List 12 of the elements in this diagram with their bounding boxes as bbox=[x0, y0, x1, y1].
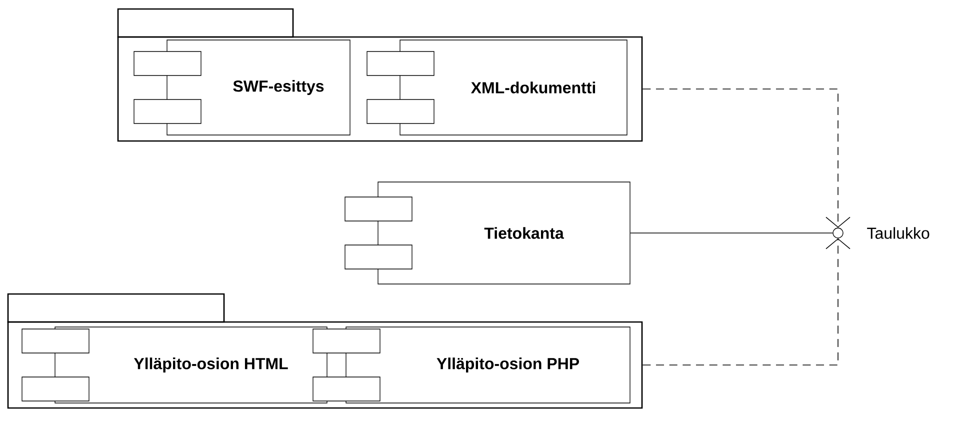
dependency-arrow bbox=[642, 88, 850, 228]
connector-line bbox=[630, 232, 834, 234]
component-box: Tietokanta bbox=[344, 182, 630, 284]
interface-circle bbox=[832, 228, 844, 238]
component-box: XML-dokumentti bbox=[366, 40, 628, 136]
component-box: Ylläpito-osion PHP bbox=[312, 326, 630, 404]
package-frame bbox=[7, 293, 643, 409]
component-box: SWF-esittys bbox=[134, 40, 350, 136]
component-box: Ylläpito-osion HTML bbox=[22, 326, 328, 404]
dependency-arrow bbox=[642, 238, 850, 366]
package-frame bbox=[117, 8, 643, 142]
interface-label: Taulukko bbox=[867, 227, 930, 239]
